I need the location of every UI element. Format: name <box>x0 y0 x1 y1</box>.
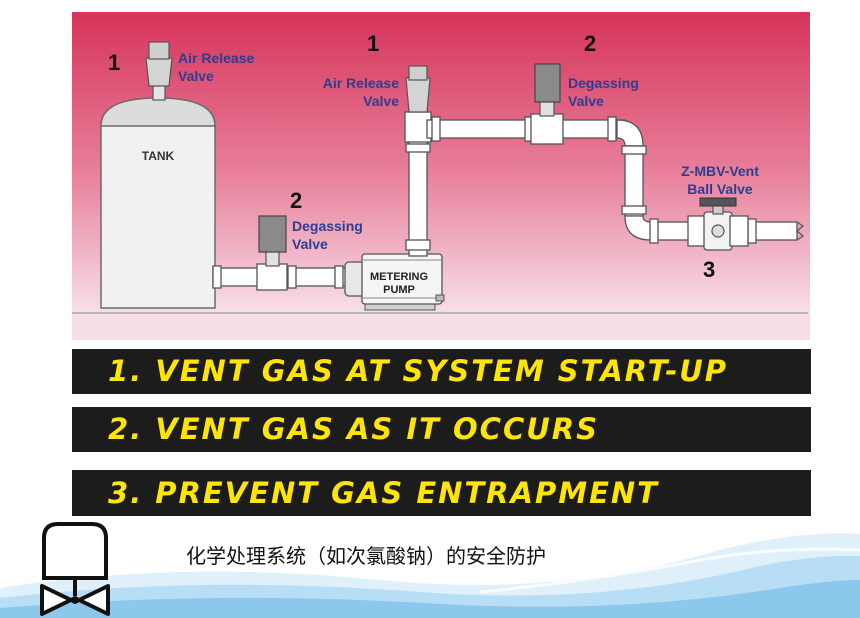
valve-logo-icon <box>40 522 110 616</box>
banner-vent-as-occurs: 2. VENT GAS AS IT OCCURS <box>72 407 811 452</box>
degassing-left-label-line2: Valve <box>292 236 328 252</box>
degassing-left-label-line1: Degassing <box>292 218 363 234</box>
ball-valve <box>687 197 749 251</box>
air-release-mid-label-line2: Valve <box>363 93 399 109</box>
degassing-right-label-line1: Degassing <box>568 75 639 91</box>
ball-valve-label-line2: Ball Valve <box>687 181 753 197</box>
pump-label-line1: METERING <box>370 271 428 283</box>
banner-prevent-entrapment: 3. PREVENT GAS ENTRAPMENT <box>72 470 811 516</box>
air-release-left-label-line1: Air Release <box>178 50 254 66</box>
ball-valve-label-line1: Z-MBV-Vent <box>681 163 759 179</box>
number-low-degassing: 2 <box>290 188 302 213</box>
number-top-degassing: 2 <box>584 31 596 56</box>
number-mid-air-release: 1 <box>367 31 379 56</box>
air-release-left-label-line2: Valve <box>178 68 214 84</box>
air-release-valve-tank <box>145 41 173 101</box>
number-ball-valve: 3 <box>703 257 715 282</box>
caption: 化学处理系统（如次氯酸钠）的安全防护 <box>186 544 546 568</box>
tank: TANK <box>100 97 216 309</box>
air-release-mid-label-line1: Air Release <box>323 75 399 91</box>
number-tank-valve: 1 <box>108 50 120 75</box>
tank-label: TANK <box>142 149 175 163</box>
metering-pump: METERING PUMP <box>344 253 445 311</box>
pump-label-line2: PUMP <box>383 284 415 296</box>
degassing-valve-low <box>256 215 288 291</box>
floor-strip <box>72 310 810 340</box>
degassing-right-label-line2: Valve <box>568 93 604 109</box>
footer-wave-decoration <box>0 533 860 618</box>
banner-vent-at-startup: 1. VENT GAS AT SYSTEM START-UP <box>72 349 811 394</box>
degassing-valve-top <box>530 63 564 145</box>
process-diagram: TANK METERING PUMP <box>72 12 810 340</box>
